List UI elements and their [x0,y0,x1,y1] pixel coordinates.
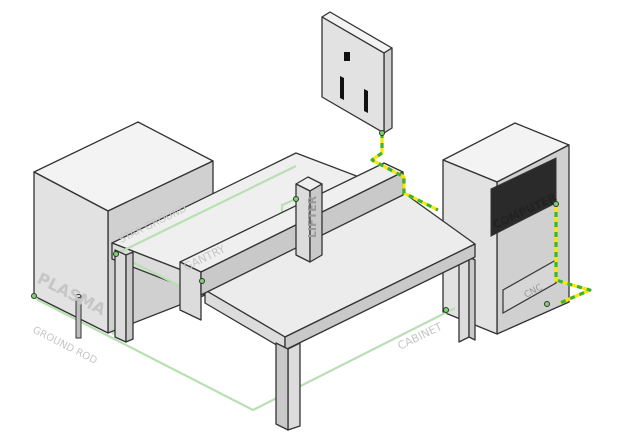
lug-lifter [293,196,299,202]
outlet-slot-right [364,89,368,113]
plasma-front-face [33,171,109,334]
label-ground-rod: GROUND ROD [31,325,99,367]
cnc-table [114,192,476,431]
lug-cabinet [443,307,449,313]
table-leg-front [287,342,301,431]
outlet-slot-left [340,76,344,100]
ground-rod [75,294,82,339]
wall-outlet [321,11,393,134]
outlet-ground-hole [344,52,350,61]
lifter-side [309,183,323,263]
lug-plasma [31,293,37,299]
table-side-edge [284,243,476,351]
gantry-end [179,261,202,321]
earth-wire [370,133,592,305]
lifter [295,176,323,263]
cnc-panel [502,258,557,315]
label-lifter: LIFTER [306,195,319,238]
table-leg-back-right [458,256,470,343]
lug-star-ground [113,251,119,257]
outlet-front-face [321,16,385,134]
outlet-side-face [383,47,393,134]
lug-computer [553,201,559,207]
table-leg-back-left [114,249,127,343]
ground-wire-rail [115,165,297,255]
lug-cnc [544,301,550,307]
lug-gantry [199,278,205,284]
lug-outlet [379,130,385,136]
ground-lugs [31,130,559,313]
